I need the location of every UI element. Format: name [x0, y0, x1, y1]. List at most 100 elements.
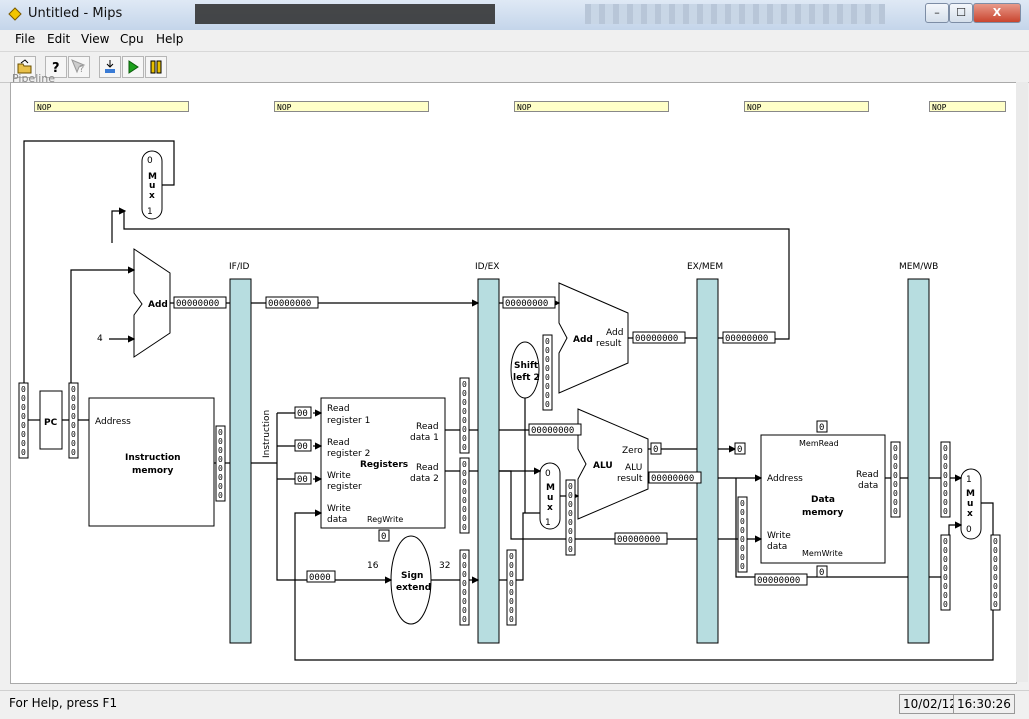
value-digit: 0 [545, 355, 550, 364]
value-box [650, 442, 662, 455]
value-digit: 0 [21, 448, 26, 457]
window-title: Untitled - Mips [28, 6, 123, 21]
value-digit: 0 [71, 439, 76, 448]
value-digit: 0 [893, 498, 898, 507]
value-digit: 0 [509, 552, 514, 561]
svg-text:?: ? [52, 61, 60, 75]
close-button[interactable]: X [973, 3, 1021, 23]
redacted-region [195, 4, 495, 24]
id-ex-label: ID/EX [475, 262, 499, 272]
value-digit: 0 [509, 561, 514, 570]
value-digit: 0 [462, 380, 467, 389]
datapath-diagram: IF/ID ID/EX EX/MEM MEM/WB 0 M u x 1 PC A… [18, 140, 1001, 661]
canvas-label: Pipeline [12, 72, 56, 85]
context-help-button[interactable]: ? [68, 56, 90, 78]
rf-label: Write [327, 471, 351, 481]
value-digit: 0 [943, 507, 948, 516]
vertical-scrollbar[interactable] [1016, 82, 1028, 682]
pause-button[interactable] [145, 56, 167, 78]
value-digit: 0 [943, 489, 948, 498]
value-box [378, 529, 390, 542]
value-box [990, 534, 1001, 611]
rf-label: register 1 [327, 416, 370, 426]
value-digit: 0 [943, 600, 948, 609]
branch-adder-label: Add [606, 328, 623, 338]
value-digit: 0 [993, 564, 998, 573]
dm-title: Data [811, 495, 835, 505]
value-text: 0 [381, 532, 386, 542]
open-button[interactable] [14, 56, 36, 78]
value-box [459, 457, 470, 534]
value-text: 00000000 [635, 334, 678, 344]
value-digit: 0 [943, 555, 948, 564]
value-digit: 0 [893, 489, 898, 498]
value-digit: 0 [545, 337, 550, 346]
value-digit: 0 [943, 573, 948, 582]
value-text: 00000000 [757, 576, 800, 586]
menu-bar: File Edit View Cpu Help [0, 30, 1029, 50]
run-button[interactable] [122, 56, 144, 78]
value-text: 0 [737, 445, 742, 455]
mux-input-1: 1 [545, 518, 551, 528]
value-digit: 0 [21, 430, 26, 439]
menu-help[interactable]: Help [156, 32, 184, 46]
dm-label: Address [767, 474, 803, 484]
menu-view[interactable]: View [81, 32, 110, 46]
rf-regwrite: RegWrite [367, 515, 403, 524]
rf-label: Read [327, 404, 350, 414]
rf-label: data 1 [410, 433, 439, 443]
value-digit: 0 [509, 579, 514, 588]
mux-letter: u [967, 499, 973, 509]
value-box [940, 441, 951, 518]
if-id-register [229, 278, 252, 644]
redacted-region [585, 4, 885, 24]
value-digit: 0 [21, 385, 26, 394]
alu-result: result [617, 474, 643, 484]
im-title: memory [132, 466, 173, 476]
menu-cpu[interactable]: Cpu [120, 32, 144, 46]
value-digit: 0 [21, 421, 26, 430]
value-text: 00000000 [176, 299, 219, 309]
mux-letter: x [547, 503, 553, 513]
pipeline-canvas[interactable]: NOP NOP NOP NOP NOP IF/ID ID/EX EX/MEM M… [10, 82, 1017, 684]
bits-32: 32 [439, 561, 450, 571]
mux-letter: x [149, 191, 155, 201]
help-button[interactable]: ? [45, 56, 67, 78]
step-button[interactable] [99, 56, 121, 78]
value-digit: 0 [218, 473, 223, 482]
value-digit: 0 [462, 615, 467, 624]
value-digit: 0 [943, 480, 948, 489]
title-bar[interactable]: Untitled - Mips – ☐ X [0, 0, 1029, 31]
value-digit: 0 [943, 444, 948, 453]
value-text: 0 [653, 445, 658, 455]
value-digit: 0 [71, 430, 76, 439]
value-digit: 0 [740, 508, 745, 517]
open-icon [17, 59, 32, 74]
value-digit: 0 [740, 553, 745, 562]
help-icon: ? [52, 61, 60, 75]
mux-input-1: 1 [966, 475, 972, 485]
sign-extend-label: Sign [401, 571, 423, 581]
dm-memwrite: MemWrite [802, 549, 843, 558]
value-digit: 0 [21, 412, 26, 421]
rf-label: Read [327, 438, 350, 448]
im-title: Instruction [125, 453, 181, 463]
value-digit: 0 [218, 482, 223, 491]
value-digit: 0 [740, 562, 745, 571]
value-box [632, 331, 686, 344]
value-text: 00 [297, 475, 308, 485]
data-memory [760, 434, 886, 564]
minimize-button[interactable]: – [925, 3, 949, 23]
value-digit: 0 [71, 394, 76, 403]
value-digit: 0 [943, 453, 948, 462]
pc-adder-label: Add [148, 300, 168, 310]
value-digit: 0 [740, 544, 745, 553]
value-digit: 0 [462, 487, 467, 496]
value-digit: 0 [545, 400, 550, 409]
value-digit: 0 [893, 480, 898, 489]
maximize-button[interactable]: ☐ [949, 3, 973, 23]
value-digit: 0 [462, 505, 467, 514]
menu-edit[interactable]: Edit [47, 32, 71, 46]
menu-file[interactable]: File [15, 32, 36, 46]
